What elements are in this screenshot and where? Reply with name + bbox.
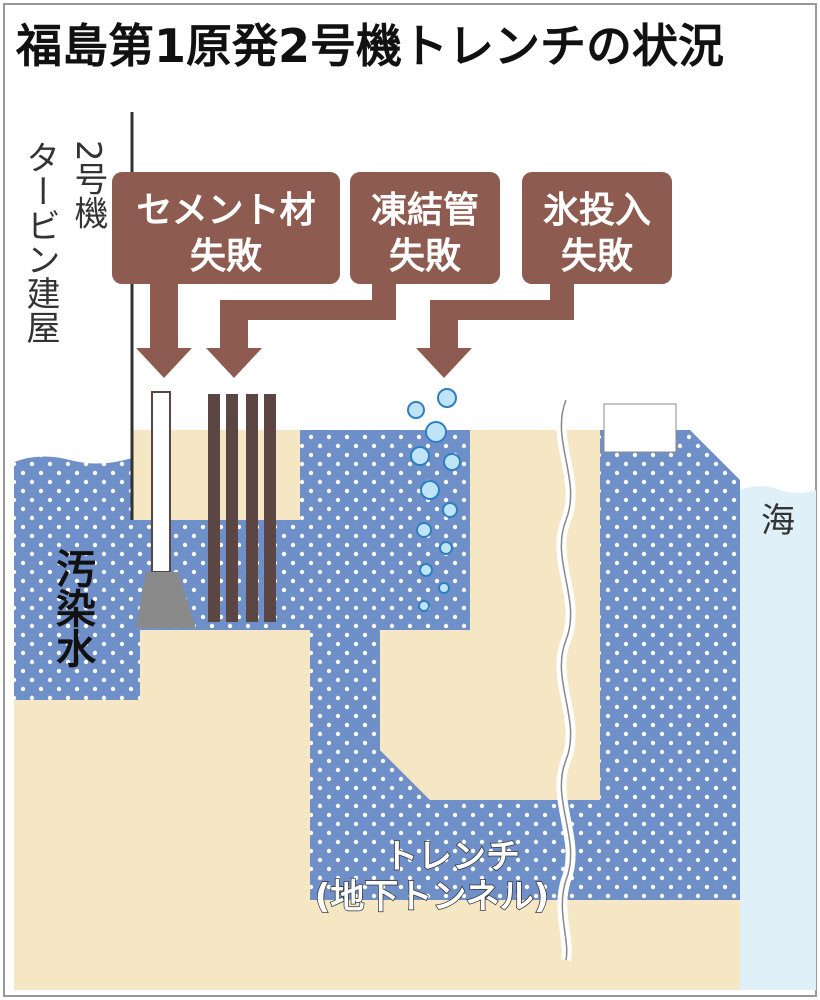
freeze-pipes <box>208 394 276 622</box>
building-label-unit: 2号機 <box>68 140 108 230</box>
callout-freeze-line2: 失敗 <box>389 236 462 277</box>
cement-mound <box>136 572 196 628</box>
callout-cement <box>112 172 340 378</box>
break-line-outline <box>560 399 572 961</box>
sea-area <box>740 486 816 990</box>
trench-label: トレンチ <box>384 837 520 877</box>
sea-label: 海 <box>761 501 795 541</box>
soil-island <box>380 430 600 800</box>
callout-ice <box>416 172 672 378</box>
building-label-turbine: タービン建屋 <box>20 140 60 344</box>
callout-cement-line2: 失敗 <box>190 236 263 277</box>
diagram-title: 福島第1原発2号機トレンチの状況 <box>15 19 724 73</box>
callout-ice-line2: 失敗 <box>561 236 634 277</box>
cement-pipe <box>151 391 171 573</box>
trench-water <box>132 430 740 900</box>
callout-cement-line1: セメント材 <box>136 190 315 231</box>
contaminated-water-label: 汚染水 <box>49 548 96 668</box>
callout-freeze-line1: 凍結管 <box>371 190 479 231</box>
shaft-opening <box>603 403 677 453</box>
ice-bubbles <box>407 388 461 612</box>
callout-freeze <box>206 172 500 378</box>
trench-sublabel: (地下トンネル) <box>315 877 549 917</box>
callout-ice-line1: 氷投入 <box>543 190 651 231</box>
